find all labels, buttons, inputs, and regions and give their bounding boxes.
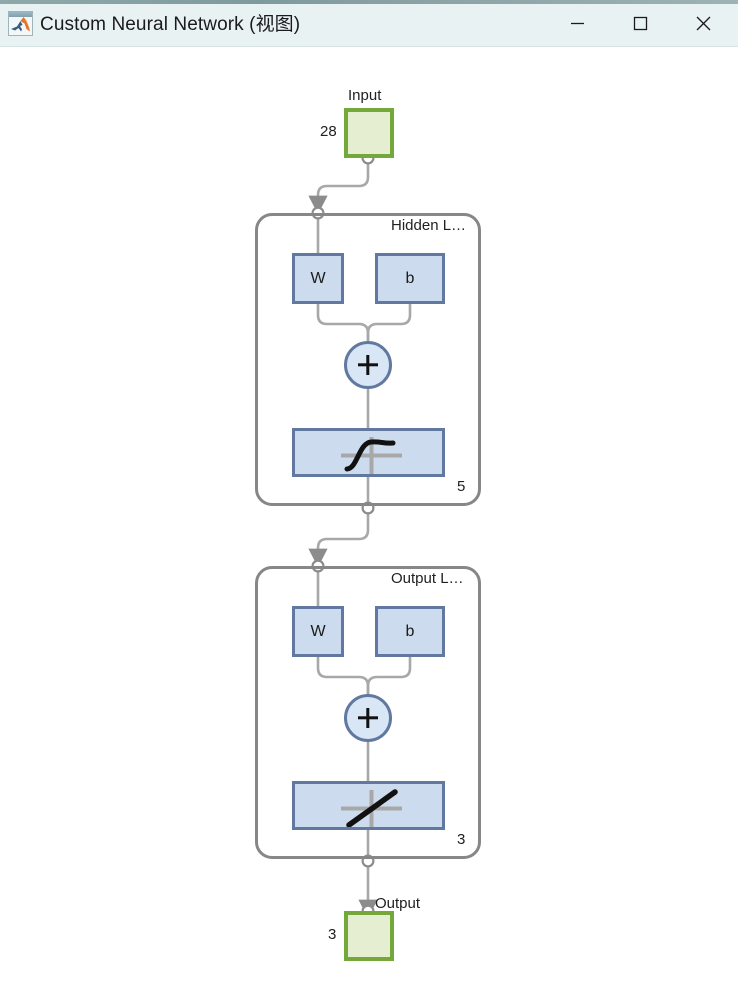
close-icon[interactable] xyxy=(680,0,726,47)
input-block-title: Input xyxy=(348,87,382,104)
wire-input-to-hidden xyxy=(308,158,370,215)
output-layer-title: Output L… xyxy=(391,570,464,587)
hidden-layer-title: Hidden L… xyxy=(391,217,467,234)
window-title: Custom Neural Network (视图) xyxy=(40,14,301,35)
window-titlebar: Custom Neural Network (视图) xyxy=(0,0,738,47)
wire-hidden-to-output-layer xyxy=(308,508,370,568)
output-layer-container[interactable] xyxy=(255,566,481,859)
hidden-layer-container[interactable] xyxy=(255,213,481,506)
connector-layer xyxy=(308,151,412,919)
output-activation-block[interactable] xyxy=(292,781,445,830)
matlab-icon-titlestrip xyxy=(9,12,32,17)
output-layer-count: 3 xyxy=(457,831,466,848)
matlab-icon xyxy=(8,11,33,36)
wire-hidden-b-to-add xyxy=(366,304,412,365)
output-bias-block[interactable]: b xyxy=(375,606,445,657)
hidden-add-node[interactable] xyxy=(344,341,392,389)
output-size-label: 3 xyxy=(328,926,337,943)
hidden-activation-block[interactable] xyxy=(292,428,445,477)
sigmoid-curve-icon xyxy=(341,437,402,474)
minimize-icon[interactable] xyxy=(554,0,600,47)
hidden-bias-block[interactable]: b xyxy=(375,253,445,304)
input-block[interactable] xyxy=(344,108,394,158)
hidden-layer-count: 5 xyxy=(457,478,466,495)
output-weight-block[interactable]: W xyxy=(292,606,344,657)
hidden-weight-block[interactable]: W xyxy=(292,253,344,304)
wire-output-b-to-add xyxy=(366,657,412,718)
input-size-label: 28 xyxy=(320,123,337,140)
titlebar-accent-strip xyxy=(0,0,738,4)
network-diagram-canvas[interactable]: Input 28 Hidden L… 5 W b Output L… 3 W b… xyxy=(0,47,738,1001)
output-block-title: Output xyxy=(375,895,421,912)
linear-curve-icon xyxy=(341,789,402,827)
output-block[interactable] xyxy=(344,911,394,961)
maximize-icon[interactable] xyxy=(617,0,663,47)
output-add-node[interactable] xyxy=(344,694,392,742)
